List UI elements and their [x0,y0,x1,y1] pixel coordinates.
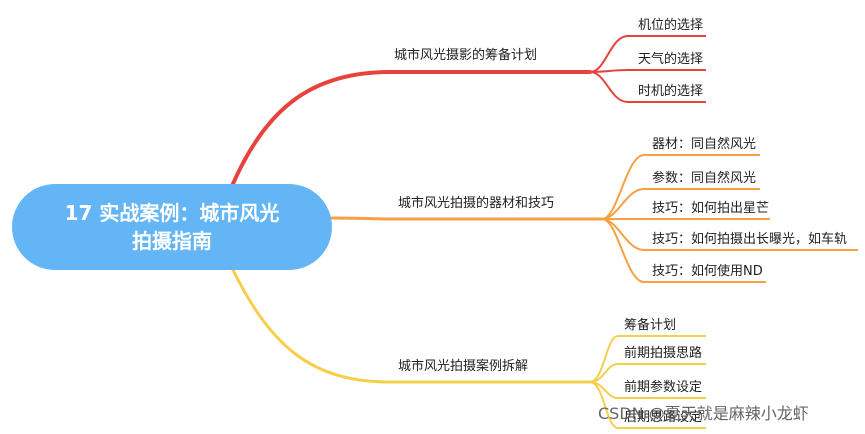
branch-label-equipment[interactable]: 城市风光拍摄的器材和技巧 [398,196,555,211]
topic-parameters[interactable]: 参数：同自然风光 [652,171,757,186]
topic-equipment[interactable]: 器材：同自然风光 [652,137,757,152]
watermark: CSDN @夏天就是麻辣小龙虾 [598,404,809,423]
connector-branch-1 [230,70,592,188]
topic-long-exposure[interactable]: 技巧：如何拍摄出长曝光，如车轨 [652,232,848,247]
root-topic-line-1: 17 实战案例：城市风光 [64,201,280,225]
connector-child [601,188,760,220]
topic-shooting-ideas[interactable]: 前期拍摄思路 [624,346,703,361]
branch-label-planning[interactable]: 城市风光摄影的筹备计划 [394,48,538,63]
connector-child [601,218,766,283]
topic-plan[interactable]: 筹备计划 [624,318,677,333]
topic-timing[interactable]: 时机的选择 [638,84,704,99]
branch-label-cases[interactable]: 城市风光拍摄案例拆解 [398,359,529,374]
connector-child [589,71,706,103]
topic-camera-position[interactable]: 机位的选择 [638,18,704,33]
topic-starburst[interactable]: 技巧：如何拍出星芒 [652,201,770,216]
topic-parameter-settings[interactable]: 前期参数设定 [624,380,703,395]
topic-post-processing[interactable]: 后期思路设定 [624,410,703,425]
connector-child [589,35,706,73]
connector-child [601,154,760,220]
connector-child [589,381,706,429]
topic-weather[interactable]: 天气的选择 [638,52,704,67]
root-topic[interactable]: 17 实战案例：城市风光 拍摄指南 [12,184,332,270]
connector-branch-2 [330,216,604,221]
topic-nd-filter[interactable]: 技巧：如何使用ND [652,264,763,279]
connector-child [589,363,706,383]
root-topic-line-2: 拍摄指南 [132,229,212,253]
connector-branch-3 [230,266,592,384]
connector-child [589,69,706,73]
